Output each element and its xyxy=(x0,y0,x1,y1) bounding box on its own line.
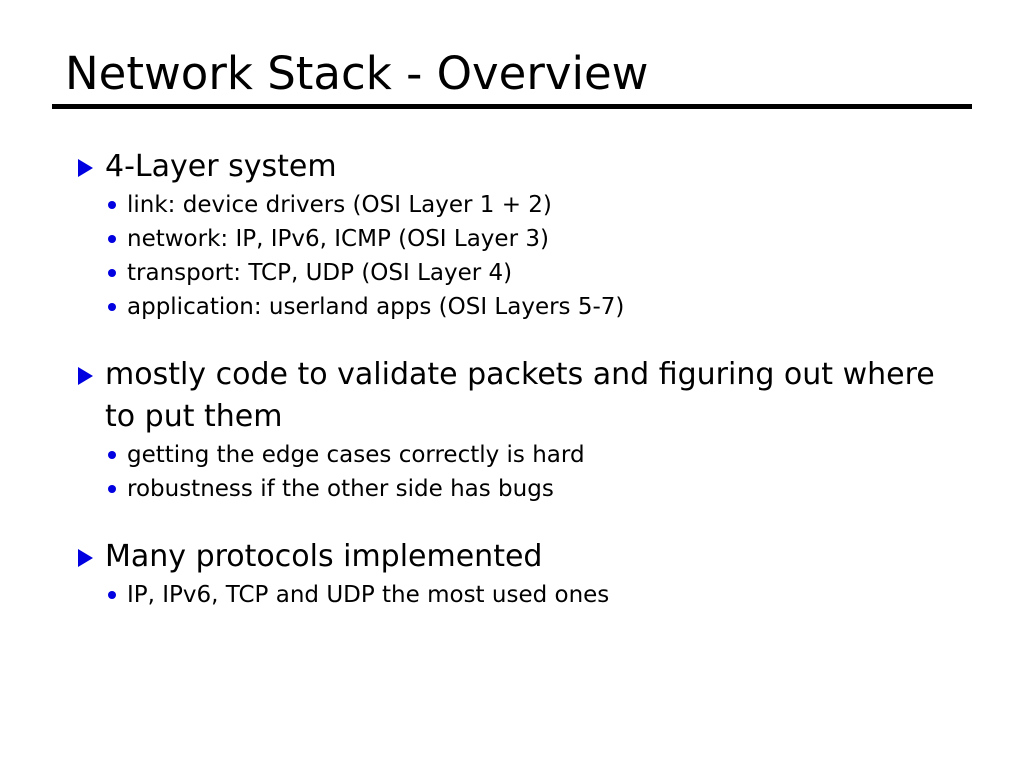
bullet-group: Many protocols implemented IP, IPv6, TCP… xyxy=(66,536,966,612)
bullet-level2: network: IP, IPv6, ICMP (OSI Layer 3) xyxy=(66,222,966,256)
triangle-right-icon xyxy=(78,159,93,177)
bullet-level1: Many protocols implemented xyxy=(66,536,966,578)
dot-icon xyxy=(108,201,116,209)
triangle-right-icon xyxy=(78,549,93,567)
group-spacer xyxy=(66,324,966,354)
bullet-level1-label: 4-Layer system xyxy=(105,149,337,184)
bullet-level2-label: link: device drivers (OSI Layer 1 + 2) xyxy=(127,192,552,218)
sub-bullet-list: link: device drivers (OSI Layer 1 + 2) n… xyxy=(66,188,966,324)
bullet-level1-label: mostly code to validate packets and figu… xyxy=(105,357,935,434)
bullet-level2: robustness if the other side has bugs xyxy=(66,472,966,506)
bullet-level1: mostly code to validate packets and figu… xyxy=(66,354,966,438)
bullet-group: mostly code to validate packets and figu… xyxy=(66,354,966,506)
group-spacer xyxy=(66,506,966,536)
dot-icon xyxy=(108,303,116,311)
bullet-level2-label: robustness if the other side has bugs xyxy=(127,476,554,502)
title-block: Network Stack - Overview xyxy=(52,48,972,109)
bullet-level2: IP, IPv6, TCP and UDP the most used ones xyxy=(66,578,966,612)
dot-icon xyxy=(108,591,116,599)
dot-icon xyxy=(108,235,116,243)
dot-icon xyxy=(108,269,116,277)
bullet-level2-label: application: userland apps (OSI Layers 5… xyxy=(127,294,625,320)
dot-icon xyxy=(108,485,116,493)
bullet-level2-label: network: IP, IPv6, ICMP (OSI Layer 3) xyxy=(127,226,549,252)
sub-bullet-list: getting the edge cases correctly is hard… xyxy=(66,438,966,506)
bullet-level2-label: getting the edge cases correctly is hard xyxy=(127,442,585,468)
bullet-level2-label: transport: TCP, UDP (OSI Layer 4) xyxy=(127,260,513,286)
bullet-level1-label: Many protocols implemented xyxy=(105,539,543,574)
bullet-level2-label: IP, IPv6, TCP and UDP the most used ones xyxy=(127,582,610,608)
bullet-group: 4-Layer system link: device drivers (OSI… xyxy=(66,146,966,324)
triangle-right-icon xyxy=(78,367,93,385)
bullet-level2: application: userland apps (OSI Layers 5… xyxy=(66,290,966,324)
sub-bullet-list: IP, IPv6, TCP and UDP the most used ones xyxy=(66,578,966,612)
slide-title: Network Stack - Overview xyxy=(65,47,649,100)
dot-icon xyxy=(108,451,116,459)
bullet-content: 4-Layer system link: device drivers (OSI… xyxy=(66,146,966,612)
bullet-level2: link: device drivers (OSI Layer 1 + 2) xyxy=(66,188,966,222)
bullet-level2: transport: TCP, UDP (OSI Layer 4) xyxy=(66,256,966,290)
bullet-level2: getting the edge cases correctly is hard xyxy=(66,438,966,472)
bullet-level1: 4-Layer system xyxy=(66,146,966,188)
title-underline-rule xyxy=(52,104,972,109)
